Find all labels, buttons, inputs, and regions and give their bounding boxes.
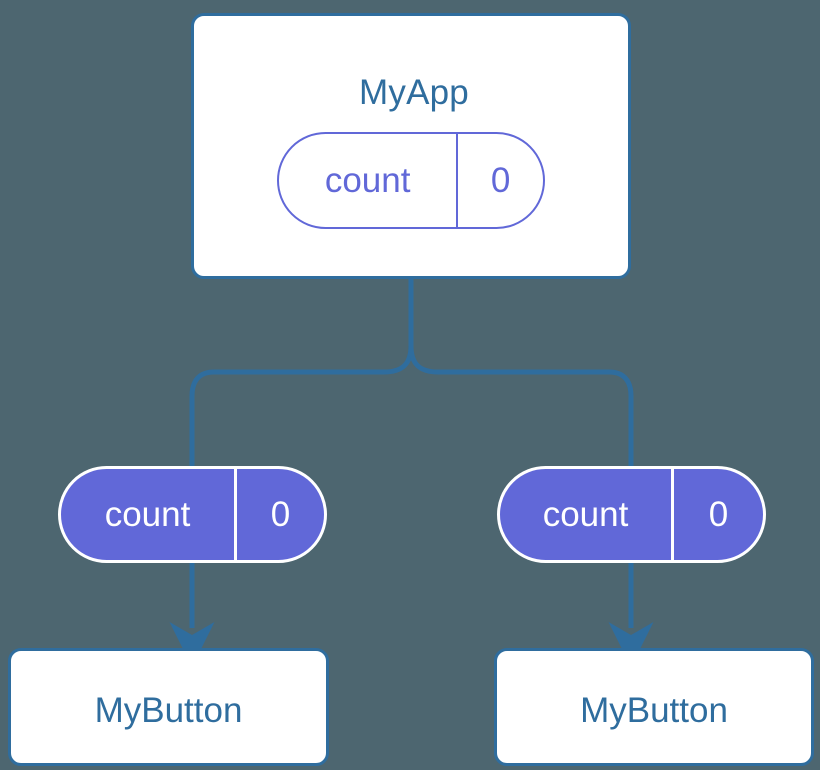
component-name-myapp: MyApp xyxy=(359,73,469,112)
state-value-label: 0 xyxy=(456,134,543,227)
prop-value-label: 0 xyxy=(671,469,763,560)
prop-pill-count-left[interactable]: count 0 xyxy=(58,466,327,563)
connector-branch-right xyxy=(408,345,634,470)
component-card-mybutton-right[interactable]: MyButton xyxy=(494,648,814,766)
prop-key-label: count xyxy=(104,495,191,534)
component-name-mybutton-left: MyButton xyxy=(94,691,243,730)
component-card-mybutton-left[interactable]: MyButton xyxy=(8,648,329,766)
prop-pill-count-right[interactable]: count 0 xyxy=(497,466,766,563)
component-name-mybutton-right: MyButton xyxy=(580,691,728,730)
state-key-label: count xyxy=(324,161,411,200)
state-pill-count[interactable]: count 0 xyxy=(277,132,545,229)
prop-key-label: count xyxy=(542,495,629,534)
prop-value-label: 0 xyxy=(234,469,324,560)
connector-branch-left xyxy=(189,345,414,470)
